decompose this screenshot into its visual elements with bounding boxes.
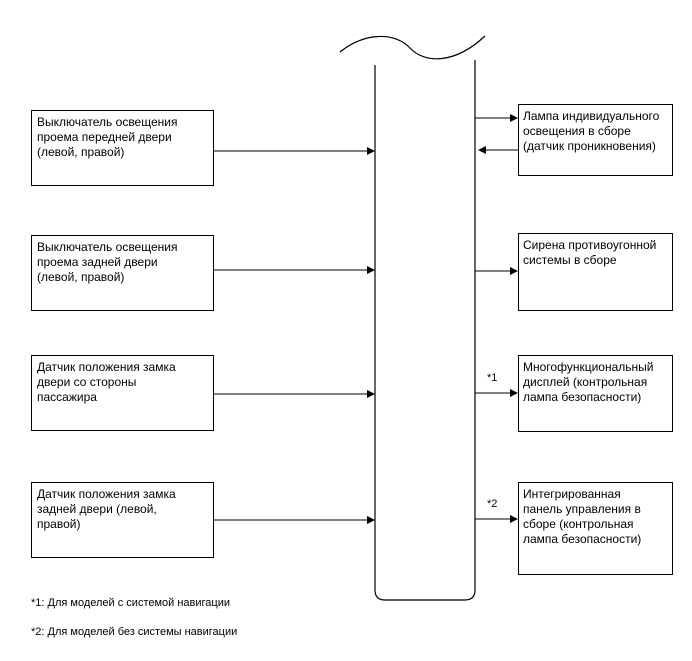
note-1: *1: Для моделей с системой навигации xyxy=(31,597,231,609)
output-1-line-2: освещения в сборе xyxy=(523,124,631,138)
input-2-line-2: проема задней двери xyxy=(37,255,158,269)
input-box-front-door-switch: Выключатель освещения проема передней дв… xyxy=(31,110,214,186)
ecu-break-line xyxy=(339,35,486,60)
input-4-line-2: задней двери (левой, xyxy=(37,502,157,516)
output-4-line-3: сборе (контрольная xyxy=(523,517,634,531)
output-3-line-2: дисплей (контрольная xyxy=(523,375,648,389)
output-4-line-4: лампа безопасности) xyxy=(523,532,642,546)
input-1-line-2: проема передней двери xyxy=(37,130,172,144)
ecu-block xyxy=(374,60,476,601)
input-box-rear-door-switch: Выключатель освещения проема задней двер… xyxy=(31,235,214,311)
output-box-multi-display: Многофункциональный дисплей (контрольная… xyxy=(518,355,673,432)
input-3-line-3: пассажира xyxy=(37,390,97,404)
input-2-line-1: Выключатель освещения xyxy=(37,240,178,254)
output-box-control-panel: Интегрированная панель управления в сбор… xyxy=(518,482,673,575)
input-box-passenger-lock-sensor: Датчик положения замка двери со стороны … xyxy=(31,355,214,431)
output-2-line-1: Сирена противоугонной xyxy=(523,238,657,252)
input-box-rear-lock-sensor: Датчик положения замка задней двери (лев… xyxy=(31,482,214,558)
input-1-line-3: (левой, правой) xyxy=(37,145,125,159)
output-3-line-1: Многофункциональный xyxy=(523,360,654,374)
output-1-line-3: (датчик проникновения) xyxy=(523,139,656,153)
output-2-line-2: системы в сборе xyxy=(523,253,617,267)
output-3-line-3: лампа безопасности) xyxy=(523,390,642,404)
input-4-line-3: правой) xyxy=(37,517,81,531)
output-4-line-2: панель управления в xyxy=(523,502,641,516)
output-4-line-1: Интегрированная xyxy=(523,487,621,501)
footnote-marker-1: *1 xyxy=(487,372,498,384)
input-3-line-2: двери со стороны xyxy=(37,375,137,389)
input-3-line-1: Датчик положения замка xyxy=(37,360,176,374)
note-2: *2: Для моделей без системы навигации xyxy=(31,626,238,638)
output-1-line-1: Лампа индивидуального xyxy=(523,109,660,123)
output-box-security-horn: Сирена противоугонной системы в сборе xyxy=(518,233,673,311)
input-2-line-3: (левой, правой) xyxy=(37,270,125,284)
input-4-line-1: Датчик положения замка xyxy=(37,487,176,501)
output-box-interior-lamp: Лампа индивидуального освещения в сборе … xyxy=(518,104,673,176)
footnote-marker-2: *2 xyxy=(487,498,498,510)
input-1-line-1: Выключатель освещения xyxy=(37,115,178,129)
